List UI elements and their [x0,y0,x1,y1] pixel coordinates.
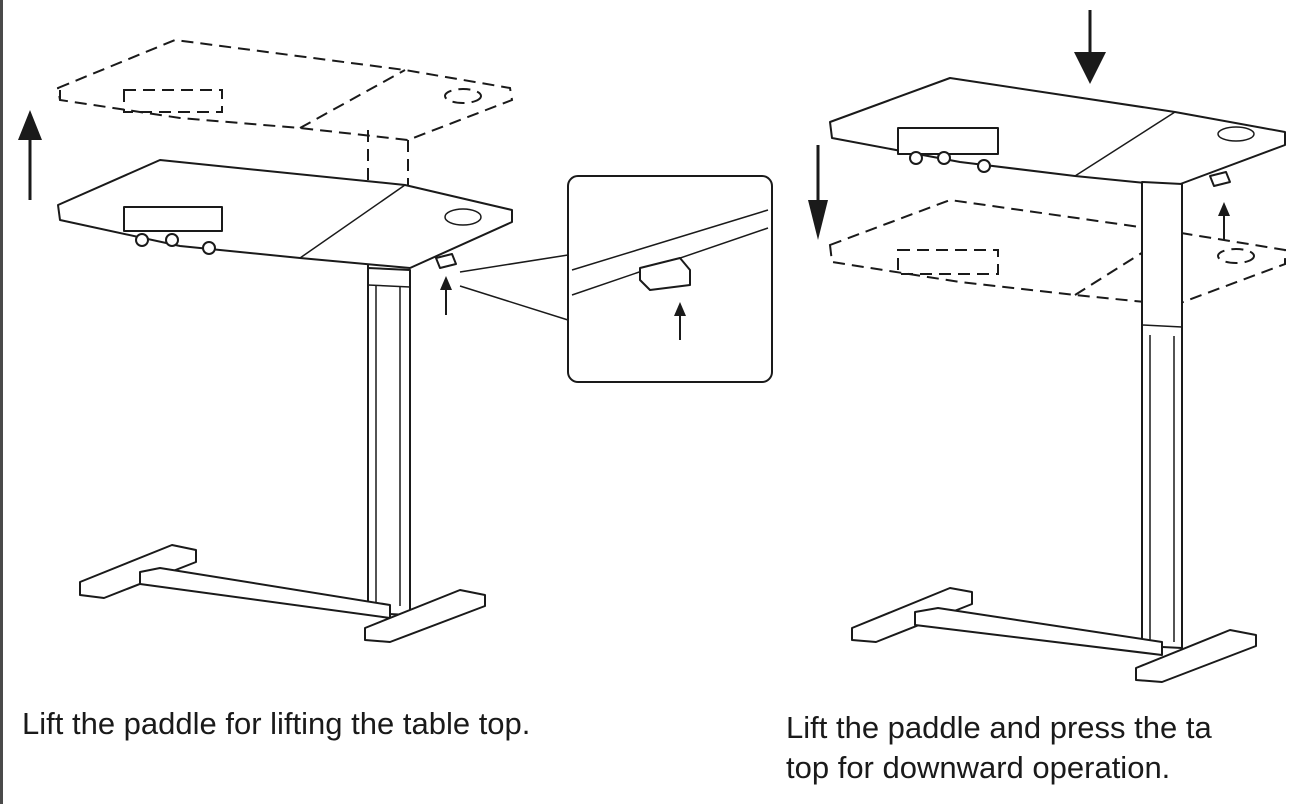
paddle-detail-inset [567,175,773,383]
table-base [79,544,486,643]
table-column [367,267,411,616]
small-up-arrow-icon [440,276,452,315]
caption-lower-line-1: Lift the paddle and press the ta [786,710,1212,745]
small-up-arrow-icon [1218,202,1230,240]
down-arrow-icon-side [808,145,828,240]
down-arrow-icon [1074,10,1106,84]
lowered-tabletop-dashed [828,198,1286,307]
figure-lift-table-top [18,38,773,643]
lower-tabletop [57,159,513,269]
figure-lower-table-top [808,10,1286,683]
caption-lower-line-2: top for downward operation. [786,750,1171,785]
table-column [1141,181,1183,649]
table-base [851,587,1257,683]
up-arrow-icon [18,110,42,200]
caption-lift: Lift the paddle for lifting the table to… [22,704,762,744]
upper-tabletop [829,77,1286,187]
caption-lower: Lift the paddle and press the ta top for… [786,708,1295,788]
page-left-border [0,0,3,804]
caption-lift-text: Lift the paddle for lifting the table to… [22,706,531,741]
